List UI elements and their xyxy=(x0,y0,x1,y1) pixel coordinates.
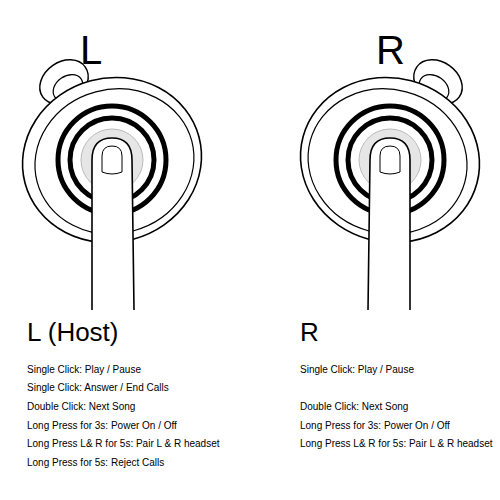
control-instruction: Double Click: Next Song xyxy=(27,401,135,412)
control-instruction: Single Click: Answer / End Calls xyxy=(27,382,169,393)
side-letter: L xyxy=(80,28,102,72)
control-instruction: Long Press for 3s: Power On / Off xyxy=(300,420,450,431)
side-heading: R xyxy=(300,318,319,347)
control-instruction: Long Press for 5s: Reject Calls xyxy=(27,457,164,468)
control-instruction: Single Click: Play / Pause xyxy=(27,364,141,375)
side-heading: L (Host) xyxy=(27,318,119,347)
control-instruction: Long Press L& R for 5s: Pair L & R heads… xyxy=(27,438,220,449)
control-instruction: Double Click: Next Song xyxy=(300,401,408,412)
control-instruction: Long Press L& R for 5s: Pair L & R heads… xyxy=(300,438,493,449)
control-instruction: Single Click: Play / Pause xyxy=(300,364,414,375)
control-instruction: Long Press for 3s: Power On / Off xyxy=(27,420,177,431)
side-letter: R xyxy=(376,28,405,72)
